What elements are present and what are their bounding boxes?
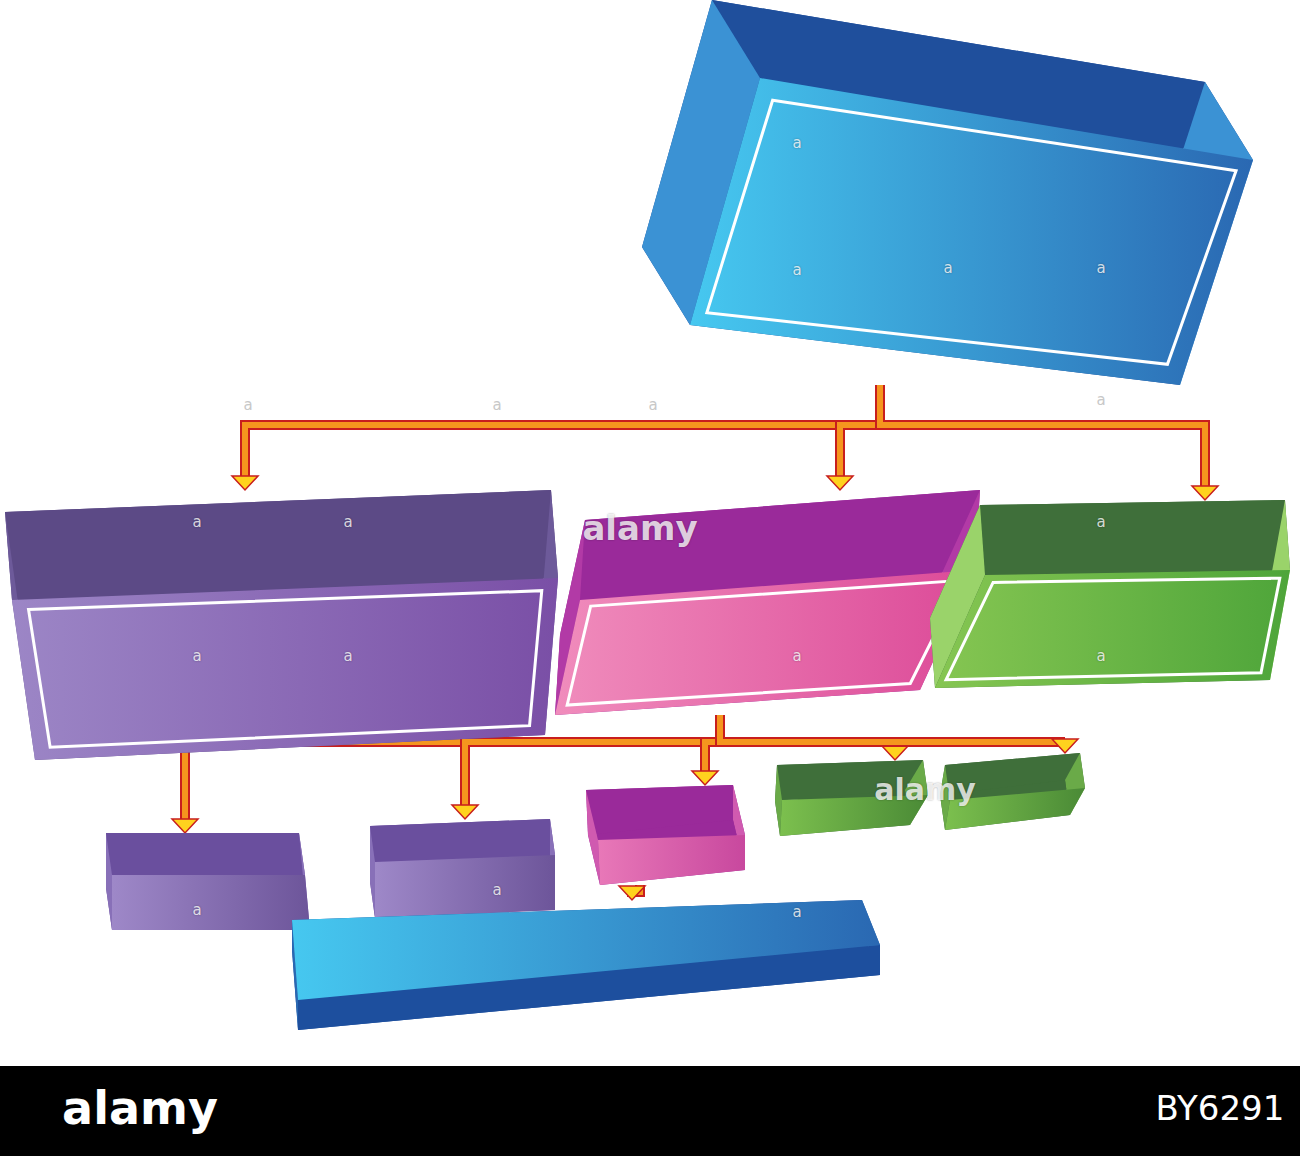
connector-core (720, 715, 1065, 742)
watermark: a (343, 515, 352, 530)
box-rim (567, 580, 962, 705)
watermark: a (192, 649, 201, 664)
box-front (690, 78, 1253, 385)
box-side (586, 790, 600, 885)
watermark: a (648, 398, 657, 413)
connector-edge (880, 385, 1205, 488)
box-shape (642, 0, 1253, 385)
box-rim (946, 578, 1280, 679)
arrow-head (452, 805, 478, 819)
chart-box (106, 833, 310, 930)
chart-box (292, 900, 880, 1030)
footer-text: BY6291 (1156, 1091, 1285, 1125)
watermark: a (192, 515, 201, 530)
connector-edge (245, 385, 880, 478)
connector-core (245, 385, 880, 478)
arrow-head (882, 746, 908, 760)
arrow-head (1052, 739, 1078, 753)
watermark: a (792, 263, 801, 278)
box-side (370, 826, 375, 918)
box-rim (29, 591, 542, 748)
watermark: a (943, 261, 952, 276)
watermark: a (1096, 393, 1105, 408)
connector-arrow (720, 715, 1078, 753)
watermark: alamy (874, 775, 976, 805)
box-side (980, 500, 1290, 575)
connector-core (840, 385, 880, 478)
box-shape (586, 785, 745, 885)
chart-box (642, 0, 1253, 385)
chart-box (930, 500, 1290, 688)
chart-box (370, 819, 555, 918)
connector-edge (720, 715, 1065, 742)
arrow-head (172, 819, 198, 833)
box-side (106, 833, 305, 875)
footer-text: alamy (62, 1085, 218, 1131)
box-shape (106, 833, 310, 930)
arrow-head (827, 476, 853, 490)
box-front (935, 570, 1290, 688)
footer-band (0, 1066, 1300, 1156)
box-front (292, 900, 880, 1000)
watermark: a (1096, 649, 1105, 664)
box-front (598, 835, 745, 885)
watermark: a (1096, 261, 1105, 276)
watermark: a (792, 136, 801, 151)
arrow-head (692, 771, 718, 785)
box-front (112, 875, 310, 930)
watermark: a (243, 398, 252, 413)
watermark: a (792, 649, 801, 664)
arrow-head (619, 886, 645, 900)
box-front (375, 855, 555, 918)
box-shape (5, 490, 558, 760)
watermark: a (792, 905, 801, 920)
watermark: a (192, 903, 201, 918)
connector-arrow (232, 385, 880, 490)
watermark: a (492, 883, 501, 898)
arrow-head (1192, 486, 1218, 500)
box-shape (370, 819, 555, 918)
connector-arrow (619, 885, 645, 900)
connector-core (880, 385, 1205, 488)
watermark: a (1096, 515, 1105, 530)
box-side (370, 819, 555, 862)
connector-arrow (827, 385, 880, 490)
box-shape (292, 900, 880, 1030)
box-front (555, 570, 975, 715)
box-rim (707, 100, 1236, 364)
chart-box (5, 490, 558, 760)
watermark: a (343, 649, 352, 664)
box-side (106, 833, 112, 930)
box-shape (930, 500, 1290, 688)
box-side (588, 820, 745, 885)
box-front (12, 578, 558, 760)
watermark: alamy (582, 511, 697, 545)
arrow-head (232, 476, 258, 490)
chart-box (586, 785, 745, 885)
connector-arrow (880, 385, 1218, 500)
watermark: a (492, 398, 501, 413)
connector-edge (840, 385, 880, 478)
